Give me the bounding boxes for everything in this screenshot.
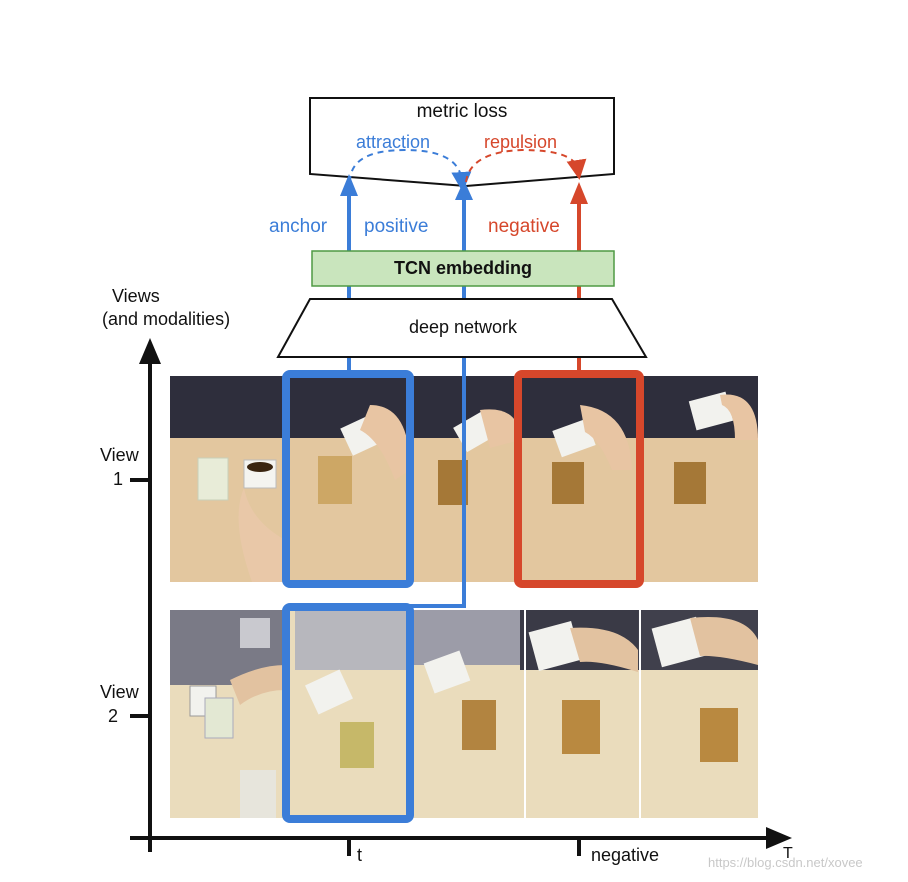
view2-label-line1: View (100, 682, 139, 702)
metric-loss-title: metric loss (416, 101, 508, 122)
y-axis-label-line1: Views (112, 286, 160, 306)
tcn-embedding-box (311, 250, 615, 287)
x-axis-end-label: T (783, 845, 793, 862)
tcn-embedding-label: TCN embedding (394, 258, 532, 278)
watermark: https://blog.csdn.net/xovee (708, 855, 863, 870)
deep-network-label: deep network (408, 317, 518, 337)
deep-network-box (276, 298, 648, 358)
x-tick-t-label: t (357, 845, 363, 865)
view2-label-line2: 2 (108, 706, 119, 726)
repulsion-label: repulsion (484, 132, 558, 152)
x-axis-arrowhead (766, 827, 792, 849)
y-axis-label-line2: (and modalities) (102, 309, 231, 329)
anchor-frame (282, 370, 414, 588)
attraction-curve (349, 148, 472, 192)
positive-arrowhead (455, 180, 473, 200)
negative-arrowhead (570, 182, 588, 204)
positive-frame (282, 603, 414, 823)
anchor-arrowhead (340, 174, 358, 196)
view1-label-line1: View (100, 445, 139, 465)
negative-label: negative (488, 216, 560, 237)
attraction-label: attraction (356, 132, 431, 152)
repulsion-curve (465, 148, 587, 183)
x-tick-negative-label: negative (591, 845, 660, 865)
anchor-label: anchor (269, 216, 328, 237)
negative-frame (514, 370, 644, 588)
view1-label-line2: 1 (113, 469, 124, 489)
view2-photo-strip (170, 610, 758, 818)
metric-loss-box (309, 97, 615, 188)
y-axis-arrowhead (139, 338, 161, 364)
positive-label: positive (364, 216, 429, 237)
